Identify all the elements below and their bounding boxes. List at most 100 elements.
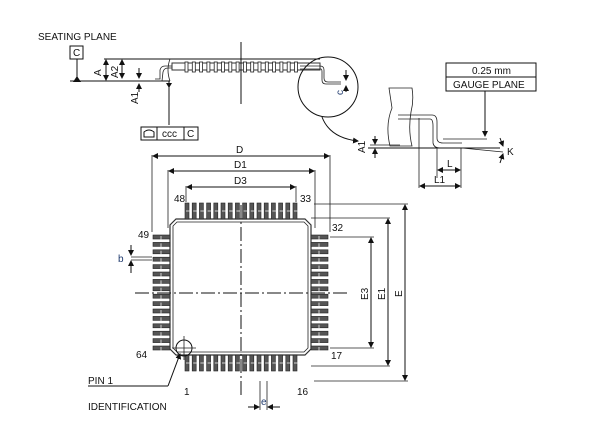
pin-right: [310, 271, 329, 277]
dim-k-label: K: [507, 147, 514, 158]
pin-right: [310, 286, 329, 292]
pin-left: [152, 330, 171, 336]
pin-right: [310, 301, 329, 306]
side-lead: [264, 61, 269, 73]
detail-view: 0.25 mm GAUGE PLANE A1 L L1 K: [357, 62, 537, 189]
body-left-edge: [167, 58, 171, 82]
dim-d3-label: D3: [234, 176, 247, 187]
dim-e3-label: E3: [360, 287, 371, 300]
side-lead: [184, 61, 189, 73]
pin-left: [152, 234, 171, 240]
pin-left: [152, 316, 171, 321]
datum-cell: [183, 126, 199, 141]
pin-left: [152, 301, 171, 306]
side-lead: [279, 61, 284, 73]
side-lead: [221, 61, 225, 73]
side-lead: [294, 61, 298, 73]
pin1-leader: [167, 353, 182, 387]
pin-right: [310, 330, 329, 336]
k-arrow-top: [498, 137, 505, 147]
pin1-label-line1: PIN 1: [88, 376, 113, 387]
side-lead: [213, 61, 218, 73]
detail-arrow: [321, 116, 359, 144]
dim-a2-label: A2: [110, 65, 121, 78]
datum-c-label: C: [73, 48, 80, 59]
detail-lead-bottom: [398, 118, 462, 149]
dim-a1-label: A1: [130, 91, 141, 104]
tolerance-frame: ccc C: [140, 126, 199, 141]
top-view: PIN 1 IDENTIFICATION 48 33 32 17 1 16 49…: [88, 145, 408, 413]
dim-a-label: A: [93, 69, 104, 76]
k-arrow-bottom: [498, 153, 505, 164]
pin-right: [310, 323, 329, 329]
k-angle-line: [461, 147, 504, 153]
side-lead: [206, 61, 211, 73]
dim-d1-label: D1: [234, 160, 247, 171]
pin-number-16: 16: [297, 387, 309, 398]
pin-number-64: 64: [136, 350, 148, 361]
lead-left: [155, 65, 175, 80]
gauge-value: 0.25 mm: [472, 66, 511, 77]
dim-pitch-label: e: [261, 397, 267, 408]
profile-of-surface-icon: [143, 129, 155, 138]
pin-number-48: 48: [174, 194, 186, 205]
side-leads: [184, 61, 298, 73]
package-inner-outline: [172, 221, 309, 353]
pin-left: [152, 271, 171, 277]
pin-right: [310, 308, 329, 314]
side-lead: [191, 61, 196, 73]
pin-left: [152, 286, 171, 292]
dim-l1-label: L1: [434, 175, 446, 186]
side-view: SEATING PLANE C A A2 A1 c: [38, 32, 359, 144]
side-lead: [272, 61, 277, 73]
pin-left: [152, 308, 171, 314]
dim-l-label: L: [447, 159, 453, 170]
detail-a1-label: A1: [357, 140, 368, 153]
pin1-label-line2: IDENTIFICATION: [88, 402, 167, 413]
lead-left-inner: [150, 67, 175, 82]
dim-d-label: D: [236, 145, 243, 156]
side-lead: [250, 61, 255, 73]
pin-right: [310, 234, 329, 240]
pin-left: [152, 279, 171, 284]
lead-right: [300, 65, 341, 83]
gauge-plane-label: GAUGE PLANE: [453, 80, 525, 91]
pin-number-17: 17: [331, 351, 343, 362]
pin-left: [152, 293, 171, 299]
side-lead: [257, 61, 262, 73]
tolerance-datum: C: [187, 129, 194, 140]
pin-right: [310, 279, 329, 284]
profile-cell: [140, 126, 158, 141]
dim-e-label: E: [394, 290, 405, 297]
pin-right: [310, 256, 329, 262]
seating-plane-label: SEATING PLANE: [38, 32, 117, 43]
pin-right: [310, 249, 329, 255]
pin-right: [310, 293, 329, 299]
pin-left: [152, 249, 171, 255]
pin-right: [310, 338, 329, 343]
pin-right: [310, 345, 329, 351]
detail-body: [387, 87, 414, 147]
pin-number-32: 32: [332, 223, 344, 234]
pin-left: [152, 338, 171, 343]
pins: [152, 202, 329, 372]
pin-right: [310, 264, 329, 269]
pin-left: [152, 242, 171, 247]
side-lead: [228, 61, 233, 73]
leader-triangle-icon: [166, 83, 172, 88]
dim-b-label: b: [118, 254, 124, 265]
detail-lead-top: [398, 114, 462, 144]
side-lead: [286, 61, 291, 73]
lead-right-inner: [300, 68, 341, 85]
tolerance-value: ccc: [162, 129, 177, 140]
side-lead: [235, 61, 240, 73]
pin-number-49: 49: [138, 230, 150, 241]
side-lead: [242, 61, 247, 73]
detail-circle: [297, 56, 359, 118]
pin-left: [152, 256, 171, 262]
pin-right: [310, 242, 329, 247]
dim-c-label: c: [335, 90, 346, 95]
pin-left: [152, 323, 171, 329]
side-lead: [199, 61, 204, 73]
